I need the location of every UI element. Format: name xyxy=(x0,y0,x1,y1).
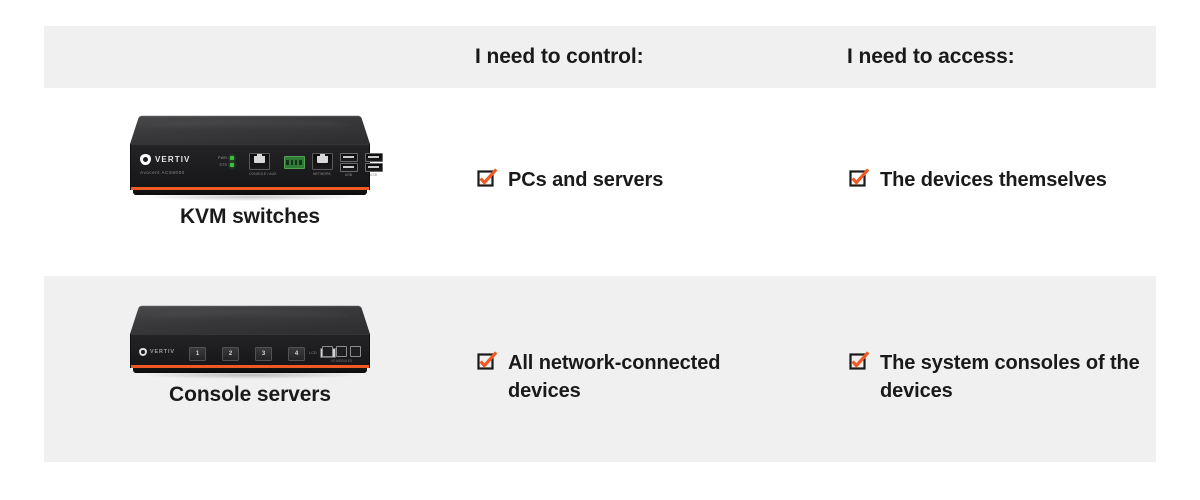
kvm-port-bank: CONSOLE / AUX NETWORK xyxy=(249,153,383,177)
table-header-band xyxy=(44,26,1156,88)
port-caption: NETWORK xyxy=(312,171,332,176)
console-chassis-top xyxy=(130,305,370,334)
status-led-icon xyxy=(230,163,234,167)
kvm-chassis-top xyxy=(130,115,370,144)
console-accent-stripe xyxy=(131,365,369,368)
usb-port-icon xyxy=(364,153,383,172)
kvm-led-label: STS xyxy=(219,163,227,167)
kvm-led-indicators: PWR STS xyxy=(213,156,234,170)
terminal-block-icon xyxy=(283,156,305,169)
checklist-item-access-console: The system consoles of the devices xyxy=(849,349,1140,405)
checklist-item-access-kvm: The devices themselves xyxy=(849,166,1107,194)
console-port-buttons: 1 2 3 4 xyxy=(189,347,305,361)
console-button: 2 xyxy=(222,347,239,361)
checklist-item-control-console: All network-connected devices xyxy=(477,349,768,405)
checklist-label: PCs and servers xyxy=(508,169,664,191)
port-caption: CONSOLE / AUX xyxy=(249,171,277,176)
port-caption: USB xyxy=(344,173,353,177)
column-header-access: I need to access: xyxy=(847,45,1015,68)
kvm-front-panel: VERTIV Avocent ACS8000 PWR STS xyxy=(130,144,383,190)
kvm-port-terminal xyxy=(283,153,305,169)
console-button: 1 xyxy=(189,347,206,361)
console-brand-text: VERTIV xyxy=(150,349,175,355)
rj45-port-icon xyxy=(311,153,333,170)
checked-checkbox-icon xyxy=(477,168,498,188)
port-caption: USB xyxy=(369,173,378,177)
column-header-control: I need to control: xyxy=(475,45,644,68)
console-io-caption: I/O MODULES xyxy=(331,358,352,363)
kvm-switch-image: VERTIV Avocent ACS8000 PWR STS xyxy=(130,110,383,201)
kvm-port-console: CONSOLE / AUX xyxy=(249,153,277,176)
rj45-port-icon xyxy=(249,153,270,170)
checklist-label: The system consoles of the devices xyxy=(880,352,1140,402)
console-io-modules: I/O MODULES xyxy=(322,346,361,363)
checked-checkbox-icon xyxy=(849,351,870,371)
kvm-accent-stripe xyxy=(131,187,369,190)
usb-port-icon xyxy=(339,153,358,172)
kvm-brand-logo: VERTIV xyxy=(140,154,191,165)
console-drop-shadow xyxy=(138,371,362,379)
kvm-led-item: PWR xyxy=(213,156,234,160)
checked-checkbox-icon xyxy=(477,351,498,371)
product-cell-console: VERTIV 1 2 3 4 LCD xyxy=(60,300,440,407)
console-front-panel: VERTIV 1 2 3 4 LCD xyxy=(130,334,370,368)
kvm-led-label: PWR xyxy=(218,156,227,160)
kvm-chassis-base xyxy=(133,190,367,195)
product-caption-console: Console servers xyxy=(169,383,331,406)
console-chassis-base xyxy=(133,368,367,373)
vertiv-logo-icon xyxy=(140,154,151,165)
checklist-label: All network-connected devices xyxy=(508,352,721,402)
console-server-image: VERTIV 1 2 3 4 LCD xyxy=(130,300,370,379)
kvm-model-text: Avocent ACS8000 xyxy=(140,170,185,175)
product-caption-kvm: KVM switches xyxy=(179,205,320,228)
product-cell-kvm: VERTIV Avocent ACS8000 PWR STS xyxy=(60,110,440,229)
console-display-label: LCD xyxy=(309,351,317,355)
checklist-label: The devices themselves xyxy=(880,169,1107,191)
status-led-icon xyxy=(230,156,234,160)
kvm-brand-text: VERTIV xyxy=(155,155,191,164)
vertiv-logo-icon xyxy=(139,348,147,356)
checklist-item-control-kvm: PCs and servers xyxy=(477,166,663,194)
io-module-icon xyxy=(322,346,333,357)
kvm-port-usb-2: USB xyxy=(364,153,383,177)
io-module-icon xyxy=(336,346,347,357)
checked-checkbox-icon xyxy=(849,168,870,188)
io-module-icon xyxy=(350,346,361,357)
console-brand-logo: VERTIV xyxy=(139,348,175,356)
kvm-port-usb-1: USB xyxy=(339,153,358,177)
kvm-led-item: STS xyxy=(213,163,234,167)
kvm-drop-shadow xyxy=(138,193,362,201)
console-button: 3 xyxy=(255,347,272,361)
console-button: 4 xyxy=(288,347,305,361)
kvm-port-network: NETWORK xyxy=(311,153,333,176)
